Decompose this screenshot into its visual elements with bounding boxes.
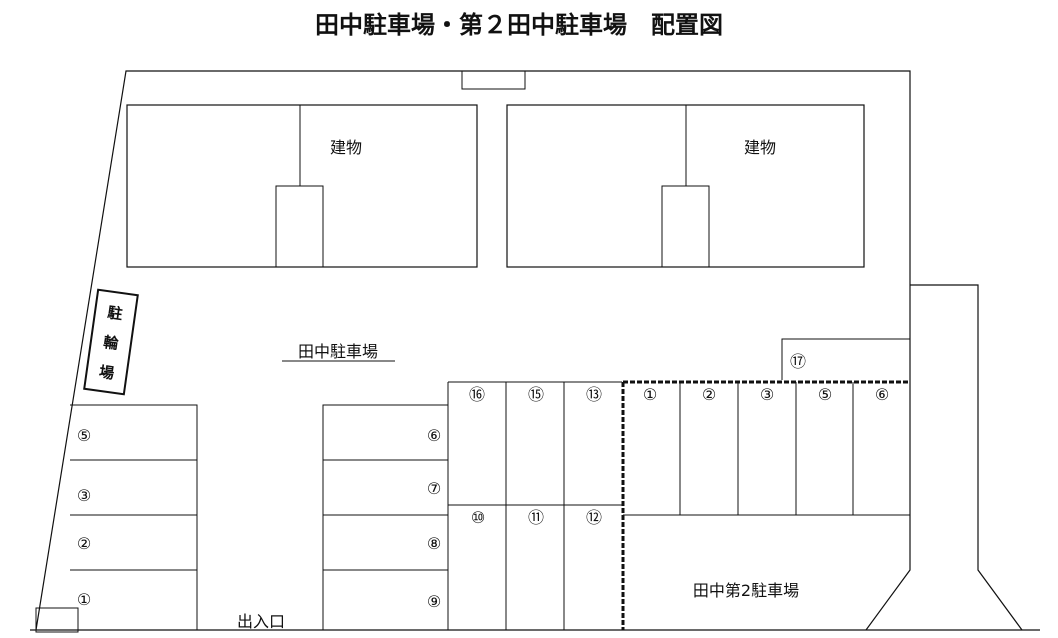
lot2-space-label: ③ [760,385,774,404]
lot1-label: 田中駐車場 [298,342,378,361]
lot1-space-label: ⑪ [528,508,544,527]
lot1-space-label: ⑰ [790,352,806,371]
corner-box [35,607,79,633]
lot1-side-space: ⑰ [781,338,910,380]
lot1-middle-column: ⑥ ⑦ ⑧ ⑨ [322,404,448,630]
lot1-space-label: ② [77,534,91,553]
lot1-space-label: ⑤ [77,426,91,445]
top-structure [461,70,526,90]
bicycle-parking: 駐 輪 場 [83,288,139,396]
lot1-space-label: ⑦ [427,479,441,498]
entrance-label: 出入口 [237,612,285,631]
plan-title: 田中駐車場・第２田中駐車場 配置図 [315,11,723,39]
bicycle-parking-char-1: 駐 [106,303,123,323]
lot2-space-label: ⑤ [818,385,832,404]
lot1-space-label: ⑯ [469,385,485,404]
lot1-space-label: ③ [77,486,91,505]
lot2-spaces: ① ② ③ ⑤ ⑥ [623,382,910,516]
lot1-space-label: ⑥ [427,426,441,445]
building-2: 建物 [506,104,865,268]
lot2-space-label: ② [702,385,716,404]
lot1-space-label: ⑨ [427,592,441,611]
lot1-space-label: ⑫ [586,508,602,527]
lot2-boundary [621,380,910,630]
lot1-center-grid: ⑯ ⑮ ⑬ ⑩ ⑪ ⑫ [447,381,622,630]
building-1: 建物 [126,104,478,268]
lot2-space-label: ① [643,385,657,404]
building-2-label: 建物 [744,138,776,157]
lot2-label: 田中第2駐車場 [693,581,799,600]
lot1-space-label: ⑬ [586,385,602,404]
lot2-space-label: ⑥ [875,385,889,404]
lot1-left-column: ⑤ ③ ② ① [70,404,198,630]
bicycle-parking-char-2: 輪 [102,333,120,353]
lot1-space-label: ① [77,590,91,609]
lot1-space-label: ⑮ [528,385,544,404]
adjacent-lot-outline [910,284,1023,631]
building-1-label: 建物 [330,138,362,157]
lot1-space-label: ⑩ [471,508,485,527]
lot1-space-label: ⑧ [427,534,441,553]
site-boundary [35,70,911,631]
bicycle-parking-char-3: 場 [98,363,115,383]
